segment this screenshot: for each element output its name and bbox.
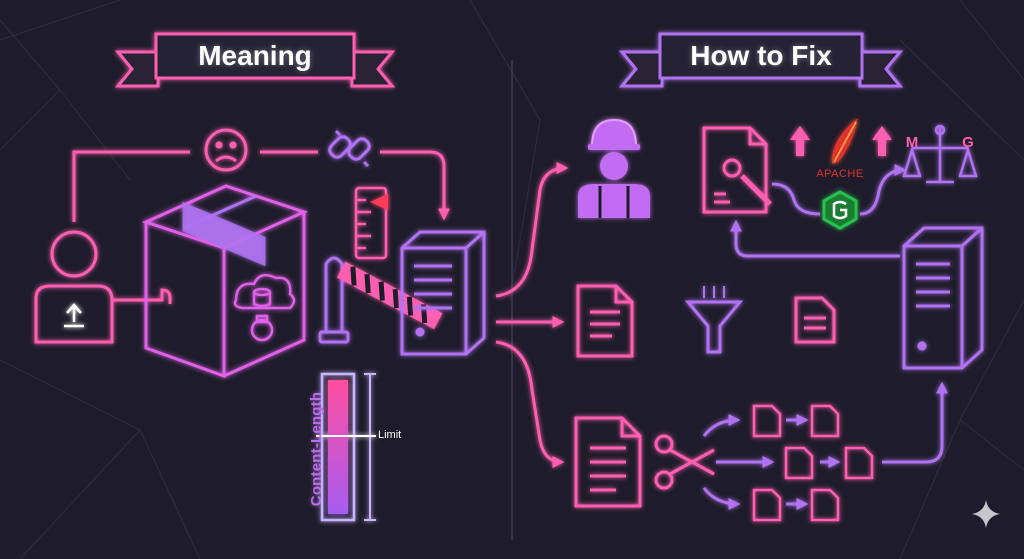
top-loop-connector xyxy=(72,150,444,222)
apache-label: APACHE xyxy=(816,168,864,180)
cloud-database-icon xyxy=(233,273,296,342)
limit-label: Limit xyxy=(378,429,402,441)
document-icon xyxy=(576,284,634,358)
content-length-meter xyxy=(316,372,376,522)
large-document-icon xyxy=(574,416,642,508)
package-box-icon xyxy=(141,184,309,379)
user-upload-icon xyxy=(34,230,172,344)
scissors-icon xyxy=(654,434,715,490)
red-marker-icon xyxy=(370,194,388,210)
small-document-icon xyxy=(794,296,836,344)
increase-arrows xyxy=(790,126,892,156)
server-return-connector xyxy=(730,219,900,258)
meaning-title: Meaning xyxy=(198,40,312,71)
split-connectors xyxy=(702,414,841,510)
server-right-icon xyxy=(902,226,984,370)
config-loop-connector xyxy=(771,170,904,216)
chunks-to-server-connector xyxy=(882,381,948,464)
config-document-icon xyxy=(702,126,772,214)
sad-face-icon xyxy=(204,128,248,172)
server-icon xyxy=(400,230,486,356)
nginx-icon xyxy=(822,190,858,230)
content-length-label: Content-Length xyxy=(308,391,325,507)
how-to-fix-title: How to Fix xyxy=(690,40,832,71)
filter-funnel-icon xyxy=(684,286,744,354)
ruler-icon xyxy=(354,186,388,260)
balance-left-label: M xyxy=(905,134,919,151)
apache-feather-icon xyxy=(831,118,858,164)
balance-right-label: G xyxy=(962,134,974,151)
worker-icon xyxy=(578,118,650,218)
sparkle-icon xyxy=(972,500,1000,528)
broken-link-icon xyxy=(328,129,371,168)
how-to-fix-banner xyxy=(618,32,904,88)
balance-scale-icon xyxy=(902,124,978,184)
meaning-banner xyxy=(114,32,396,88)
barrier-gate-icon xyxy=(318,256,443,344)
branch-connectors xyxy=(495,162,569,468)
file-chunks xyxy=(752,404,874,522)
